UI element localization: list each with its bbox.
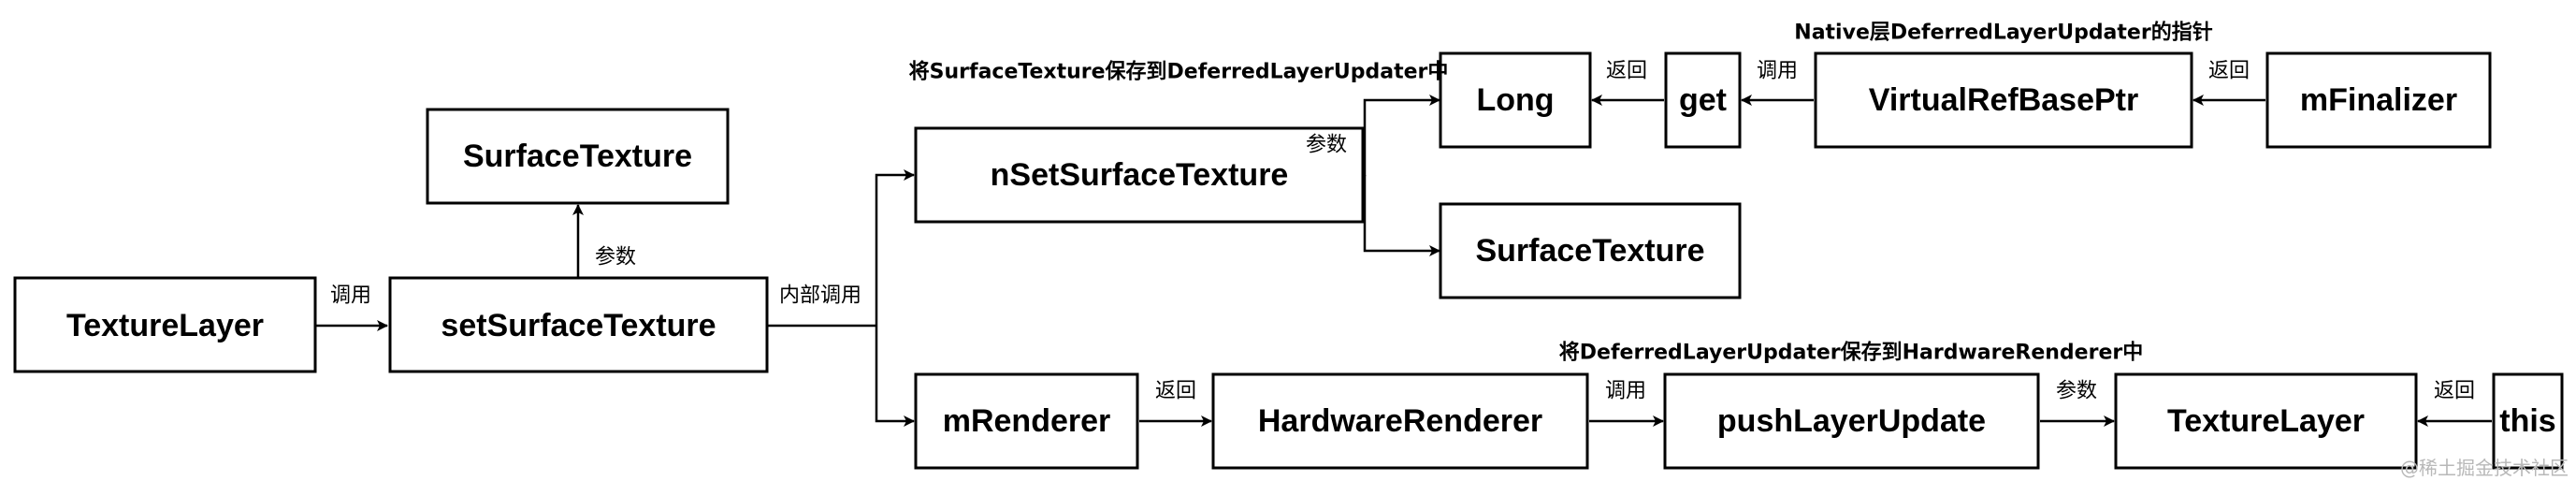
node-texturelayer-right-label: TextureLayer: [2167, 403, 2365, 439]
node-pushlayerupdate-label: pushLayerUpdate: [1717, 403, 1986, 439]
edge-split-to-nsetsurfacetexture: [875, 169, 915, 326]
node-mfinalizer: mFinalizer: [2265, 51, 2492, 149]
edge-label-param-3: 参数: [2056, 380, 2097, 403]
note-save-updater: 将DeferredLayerUpdater保存到HardwareRenderer…: [1559, 341, 2143, 365]
node-surfacetexture-top: SurfaceTexture: [426, 108, 730, 205]
node-this-label: this: [2499, 403, 2555, 439]
note-save-surface-texture: 将SurfaceTexture保存到DeferredLayerUpdater中: [909, 60, 1449, 84]
node-nsetsurfacetexture-label: nSetSurfaceTexture: [991, 157, 1289, 193]
node-setsurfacetexture-label: setSurfaceTexture: [441, 308, 716, 343]
node-surfacetexture-top-label: SurfaceTexture: [463, 138, 692, 174]
node-mrenderer: mRenderer: [914, 372, 1139, 470]
edge-label-call-1: 调用: [330, 284, 371, 308]
node-surfacetexture-right-label: SurfaceTexture: [1475, 233, 1704, 269]
edge-label-internal-call: 内部调用: [779, 284, 861, 308]
node-virtualrefbaseptr: VirtualRefBasePtr: [1814, 51, 2193, 149]
edge-label-call-3: 调用: [1605, 380, 1646, 403]
node-this: this: [2492, 372, 2564, 470]
node-nsetsurfacetexture: nSetSurfaceTexture: [914, 126, 1365, 224]
watermark: @稀土掘金技术社区: [2400, 457, 2569, 479]
edge-label-call-2: 调用: [1757, 60, 1798, 83]
edge-label-return-3: 返回: [1155, 380, 1196, 403]
node-long: Long: [1439, 51, 1592, 149]
node-texturelayer-right: TextureLayer: [2114, 372, 2418, 470]
node-hardwarerenderer: HardwareRenderer: [1211, 372, 1589, 470]
node-setsurfacetexture: setSurfaceTexture: [388, 276, 769, 373]
edge-label-return-4: 返回: [2434, 380, 2475, 403]
node-mrenderer-label: mRenderer: [943, 403, 1111, 439]
edge-label-param-2: 参数: [1306, 134, 1347, 157]
edge-nsetsurfacetexture-to-long: [1363, 95, 1440, 177]
node-get: get: [1664, 51, 1742, 149]
node-mfinalizer-label: mFinalizer: [2300, 82, 2457, 118]
node-texturelayer-left: TextureLayer: [13, 276, 317, 373]
edge-label-param-1: 参数: [595, 246, 636, 270]
node-hardwarerenderer-label: HardwareRenderer: [1258, 403, 1542, 439]
node-pushlayerupdate: pushLayerUpdate: [1663, 372, 2040, 470]
note-native-pointer: Native层DeferredLayerUpdater的指针: [1794, 21, 2212, 45]
edge-label-return-2: 返回: [2208, 60, 2250, 83]
node-virtualrefbaseptr-label: VirtualRefBasePtr: [1869, 82, 2139, 118]
edge-label-return-1: 返回: [1606, 60, 1647, 83]
node-long-label: Long: [1476, 82, 1554, 118]
edge-split-to-mrenderer: [875, 326, 915, 427]
node-surfacetexture-right: SurfaceTexture: [1439, 202, 1742, 299]
node-texturelayer-left-label: TextureLayer: [66, 308, 264, 343]
edge-nsetsurfacetexture-to-surfacetexture: [1363, 175, 1440, 256]
node-get-label: get: [1679, 82, 1727, 118]
